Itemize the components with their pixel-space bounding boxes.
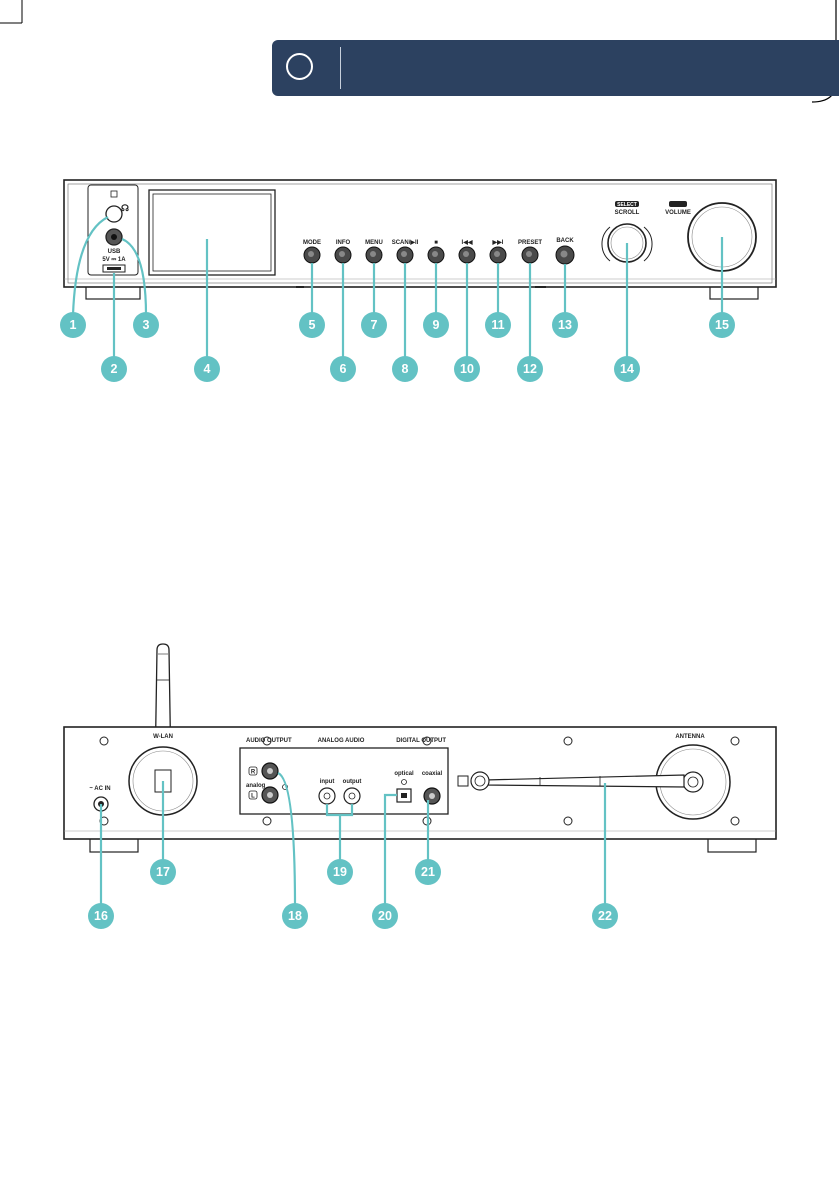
output-label: output: [343, 779, 362, 785]
svg-text:22: 22: [598, 909, 612, 923]
info-button[interactable]: [335, 247, 351, 263]
previous-label: I◀◀: [462, 239, 473, 246]
section-circle-icon: [286, 53, 313, 80]
mode-label: MODE: [303, 240, 321, 246]
analog-l-jack[interactable]: [262, 787, 278, 803]
callout-20: 20: [372, 903, 398, 929]
analog-input-jack[interactable]: [319, 788, 335, 804]
callout-16: 16: [88, 903, 114, 929]
input-label: input: [320, 779, 335, 785]
svg-text:16: 16: [94, 909, 108, 923]
back-label: BACK: [556, 238, 574, 244]
header-divider: [340, 47, 341, 89]
mode-button[interactable]: [304, 247, 320, 263]
previous-button[interactable]: [459, 247, 475, 263]
stop-button[interactable]: [428, 247, 444, 263]
svg-text:21: 21: [421, 865, 435, 879]
analog-output-jack[interactable]: [344, 788, 360, 804]
svg-text:13: 13: [558, 318, 572, 332]
svg-text:12: 12: [523, 362, 537, 376]
menu-button[interactable]: [366, 247, 382, 263]
callout-15: 15: [709, 312, 735, 338]
svg-text:15: 15: [715, 318, 729, 332]
rear-panel-diagram: ~ AC IN W-LAN AUDIO OUTPUT ANALOG AUDIO …: [0, 640, 839, 940]
callout-19: 19: [327, 859, 353, 885]
callout-4: 4: [194, 356, 220, 382]
svg-text:8: 8: [402, 362, 409, 376]
back-button[interactable]: [556, 246, 574, 264]
callout-7: 7: [361, 312, 387, 338]
scan-play-button[interactable]: [397, 247, 413, 263]
optical-port[interactable]: [397, 789, 411, 802]
callout-9: 9: [423, 312, 449, 338]
callout-2: 2: [101, 356, 127, 382]
front-small-socket: [106, 206, 122, 222]
svg-text:4: 4: [204, 362, 211, 376]
svg-text:9: 9: [433, 318, 440, 332]
callout-8: 8: [392, 356, 418, 382]
ac-in-label: ~ AC IN: [89, 786, 110, 792]
scan-play-label: SCAN/▶II: [392, 239, 419, 246]
callout-11: 11: [485, 312, 511, 338]
callout-6: 6: [330, 356, 356, 382]
callout-13: 13: [552, 312, 578, 338]
menu-label: MENU: [365, 240, 383, 246]
svg-text:1: 1: [70, 318, 77, 332]
callout-10: 10: [454, 356, 480, 382]
callout-1: 1: [60, 312, 86, 338]
svg-text:5: 5: [309, 318, 316, 332]
display-frame: [149, 190, 275, 275]
callout-18: 18: [282, 903, 308, 929]
coaxial-jack[interactable]: [424, 788, 440, 804]
svg-text:14: 14: [620, 362, 634, 376]
svg-text:18: 18: [288, 909, 302, 923]
headphones-icon: ☊: [121, 203, 129, 213]
rear-right-foot: [708, 838, 756, 852]
next-button[interactable]: [490, 247, 506, 263]
wlan-label: W-LAN: [153, 734, 173, 740]
power-icon: [669, 201, 687, 207]
r-label: R: [251, 770, 256, 776]
digital-output-label: DIGITAL OUTPUT: [396, 738, 446, 744]
optical-label: optical: [394, 771, 414, 777]
usb-rating: 5V ⎓ 1A: [102, 257, 126, 263]
l-label: L: [251, 794, 255, 800]
usb-label: USB: [108, 249, 121, 255]
analog-audio-label: ANALOG AUDIO: [318, 738, 365, 744]
svg-text:17: 17: [156, 865, 170, 879]
antenna-label: ANTENNA: [675, 734, 705, 740]
coaxial-label: coaxial: [422, 771, 443, 777]
front-panel-diagram: ☊ USB 5V ⎓ 1A MODE INFO MENU SCAN/▶II ■ …: [0, 175, 839, 385]
callout-17: 17: [150, 859, 176, 885]
callout-12: 12: [517, 356, 543, 382]
header-bar: [272, 40, 839, 96]
audio-output-label: AUDIO OUTPUT: [246, 738, 292, 744]
svg-text:10: 10: [460, 362, 474, 376]
select-label: SELECT: [617, 202, 637, 208]
svg-text:19: 19: [333, 865, 347, 879]
callout-22: 22: [592, 903, 618, 929]
next-label: ▶▶I: [492, 239, 504, 246]
preset-button[interactable]: [522, 247, 538, 263]
callout-14: 14: [614, 356, 640, 382]
optical-indicator: [402, 780, 407, 785]
preset-label: PRESET: [518, 240, 542, 246]
analog-r-jack[interactable]: [262, 763, 278, 779]
svg-text:20: 20: [378, 909, 392, 923]
callout-21: 21: [415, 859, 441, 885]
rear-left-foot: [90, 838, 138, 852]
analog-label: analog: [246, 783, 266, 789]
callout-3: 3: [133, 312, 159, 338]
svg-text:2: 2: [111, 362, 118, 376]
info-label: INFO: [336, 240, 351, 246]
volume-label: VOLUME: [665, 210, 691, 216]
svg-text:3: 3: [143, 318, 150, 332]
scroll-label: SCROLL: [615, 210, 640, 216]
callout-5: 5: [299, 312, 325, 338]
svg-text:7: 7: [371, 318, 378, 332]
svg-text:6: 6: [340, 362, 347, 376]
stop-label: ■: [434, 240, 438, 246]
svg-text:11: 11: [491, 318, 504, 332]
